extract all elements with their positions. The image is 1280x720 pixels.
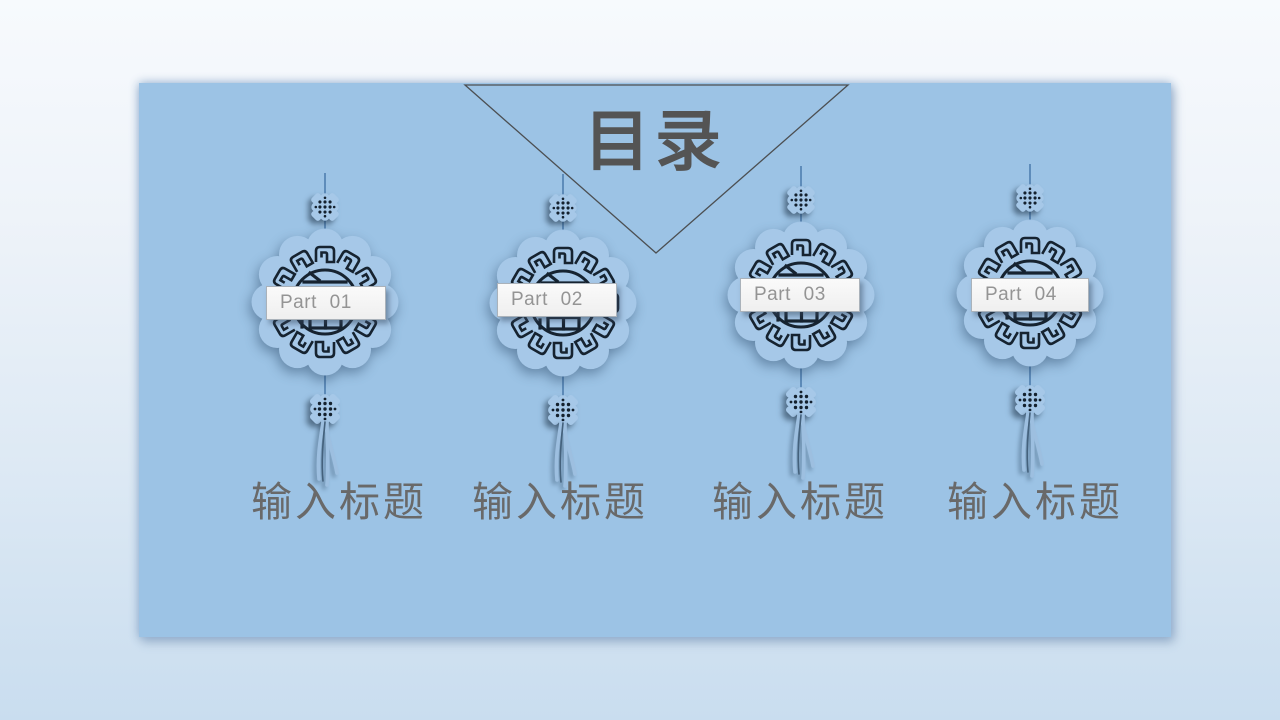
toc-item-1: Part 01 <box>240 169 410 509</box>
part-02-label: Part 02 <box>511 289 583 310</box>
pendant-ornament-icon <box>240 169 410 509</box>
slide-canvas: 目录 Part 01 Part 02 Part 03 Part 04 <box>139 83 1171 637</box>
caption-4: 输入标题 <box>947 479 1123 525</box>
caption-1: 输入标题 <box>251 479 427 525</box>
pendant-ornament-icon <box>478 170 648 510</box>
toc-item-3: Part 03 <box>716 162 886 502</box>
pendant-ornament-icon <box>945 160 1115 500</box>
caption-3: 输入标题 <box>712 479 888 525</box>
caption-2: 输入标题 <box>472 479 648 525</box>
part-02-label-box: Part 02 <box>497 283 617 317</box>
part-01-label: Part 01 <box>280 292 352 313</box>
slide-title: 目录 <box>584 104 726 178</box>
toc-item-2: Part 02 <box>478 170 648 510</box>
part-03-label: Part 03 <box>754 284 826 305</box>
pendant-ornament-icon <box>716 162 886 502</box>
toc-item-4: Part 04 <box>945 160 1115 500</box>
part-04-label-box: Part 04 <box>971 278 1089 312</box>
part-04-label: Part 04 <box>985 284 1057 305</box>
part-01-label-box: Part 01 <box>266 286 386 320</box>
part-03-label-box: Part 03 <box>740 278 860 312</box>
